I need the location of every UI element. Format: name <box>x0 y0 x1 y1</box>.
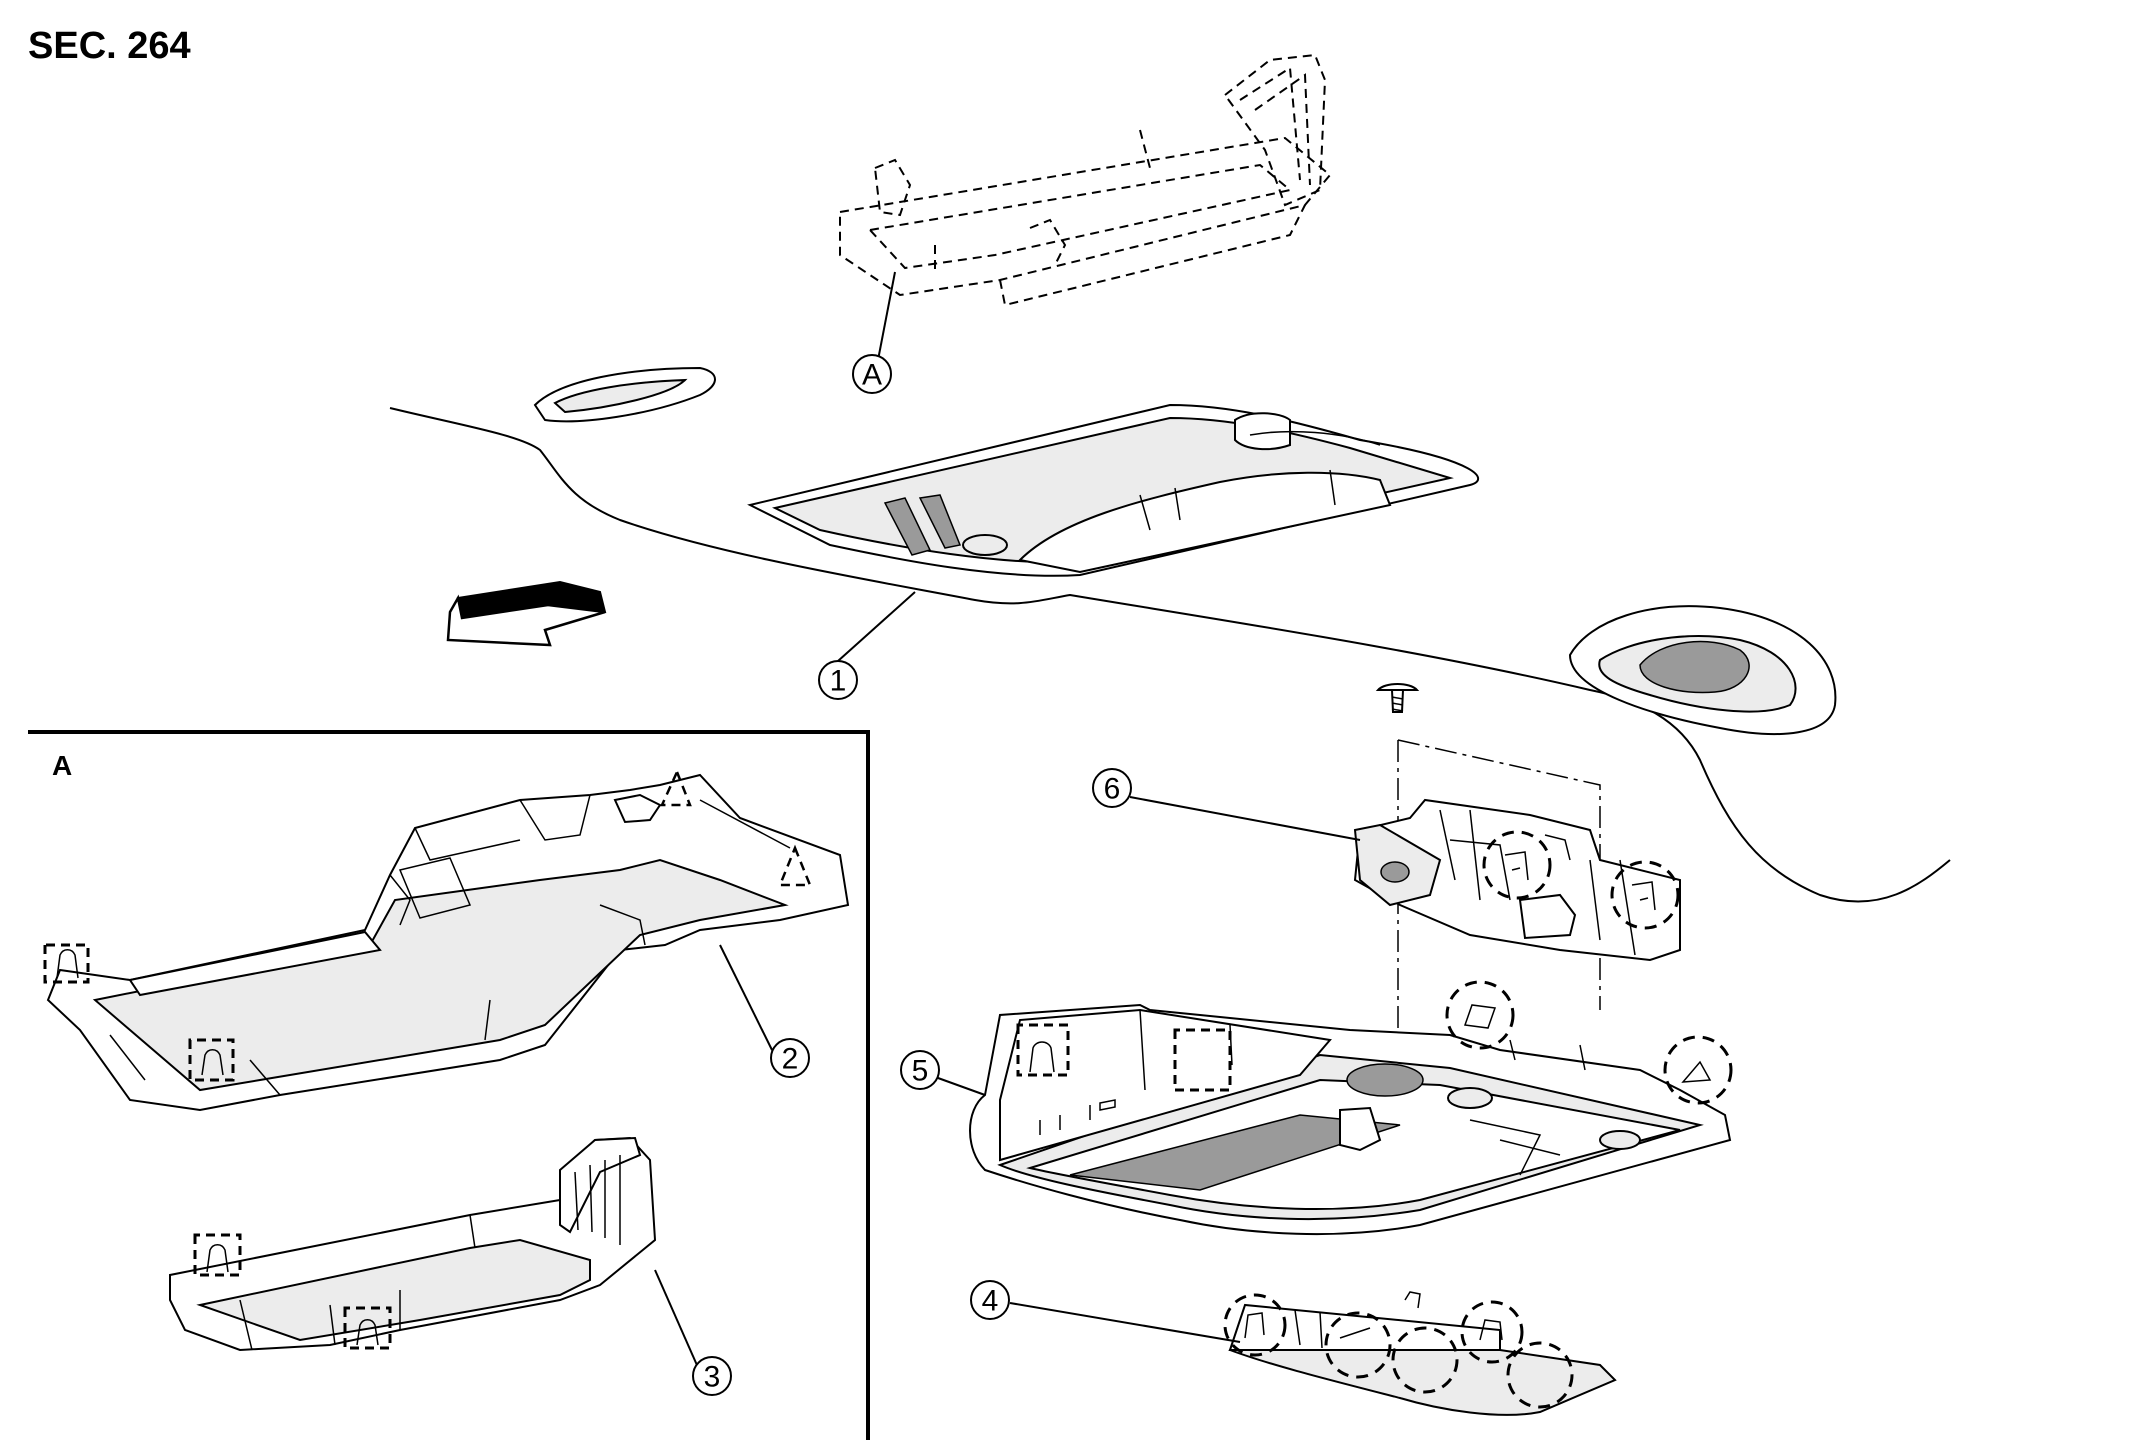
sunglass-holder-3 <box>169 1136 657 1352</box>
clip-circle-6b <box>1610 860 1680 930</box>
leader-a <box>877 271 896 361</box>
leader-2 <box>719 944 773 1051</box>
leader-4 <box>1009 1302 1241 1343</box>
clip-bracket-3b <box>343 1306 392 1350</box>
front-arrow-icon <box>446 580 607 647</box>
clip-circle-4c <box>1391 1326 1459 1394</box>
clip-bracket-5a <box>1016 1023 1070 1077</box>
screw-icon <box>1375 683 1420 713</box>
detail-frame <box>28 730 870 1440</box>
svg-text:5: 5 <box>912 1055 929 1088</box>
svg-text:1: 1 <box>830 665 847 698</box>
svg-text:3: 3 <box>704 1361 721 1394</box>
console-lens-4 <box>1228 1291 1617 1416</box>
clip-bracket-2b <box>188 1038 235 1082</box>
svg-text:A: A <box>862 359 882 392</box>
clip-circle-4e <box>1506 1341 1574 1409</box>
map-lamp-bracket-2 <box>46 768 850 1112</box>
callout-5: 5 <box>900 1050 940 1090</box>
clip-circle-4b <box>1324 1311 1392 1379</box>
overhead-console-5 <box>969 1003 1732 1236</box>
callout-3: 3 <box>692 1356 732 1396</box>
svg-text:2: 2 <box>782 1043 799 1076</box>
leader-3 <box>654 1269 701 1373</box>
clip-circle-4d <box>1460 1300 1524 1364</box>
ghost-sunglass-holder <box>839 53 1332 307</box>
clip-bracket-2a <box>43 943 90 984</box>
callout-6: 6 <box>1092 768 1132 808</box>
callout-a: A <box>852 354 892 394</box>
headliner <box>389 366 1951 903</box>
section-label: SEC. 264 <box>28 25 191 67</box>
clip-circle-5b <box>1663 1035 1733 1105</box>
callout-1: 1 <box>818 660 858 700</box>
clip-circle-6a <box>1482 830 1552 900</box>
clip-bracket-3a <box>193 1233 242 1277</box>
leader-6 <box>1129 796 1361 841</box>
clip-circle-4a <box>1223 1293 1287 1357</box>
leader-1 <box>837 591 916 662</box>
detail-label: A <box>52 750 72 781</box>
svg-text:6: 6 <box>1104 773 1121 806</box>
console-module-6 <box>1353 798 1681 962</box>
callout-2: 2 <box>770 1038 810 1078</box>
leader-5 <box>937 1077 986 1096</box>
clip-circle-5a <box>1445 980 1515 1050</box>
svg-text:4: 4 <box>982 1285 999 1318</box>
callout-4: 4 <box>970 1280 1010 1320</box>
